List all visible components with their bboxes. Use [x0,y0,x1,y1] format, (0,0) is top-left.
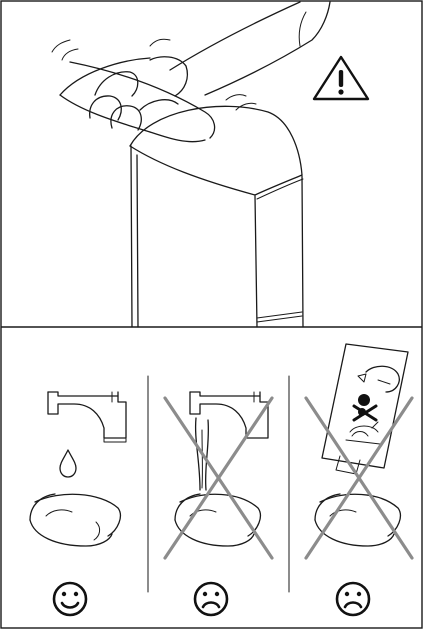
panel-running-tap [163,391,274,617]
faucet-icon [189,391,269,439]
smiley-happy-icon [52,581,88,617]
top-panel [51,1,370,328]
hand-with-cloth-small [29,493,122,547]
device-body [129,105,304,328]
smiley-sad-icon [335,581,371,617]
warning-triangle-icon [312,55,370,101]
smiley-sad-icon [193,581,229,617]
corrosive-hand-icon [345,421,381,445]
cleaner-bottle-icon [321,343,409,475]
panel-water-cloth [29,391,127,617]
skull-crossbones-icon [352,394,378,422]
hand-with-cloth [51,1,331,143]
water-drop-icon [59,449,77,478]
faucet-icon [47,391,127,443]
cross-mark-icon [163,396,274,560]
water-stream-icon [194,417,210,491]
cross-mark-icon [304,396,414,560]
panel-chemical-cleaner [304,343,414,617]
